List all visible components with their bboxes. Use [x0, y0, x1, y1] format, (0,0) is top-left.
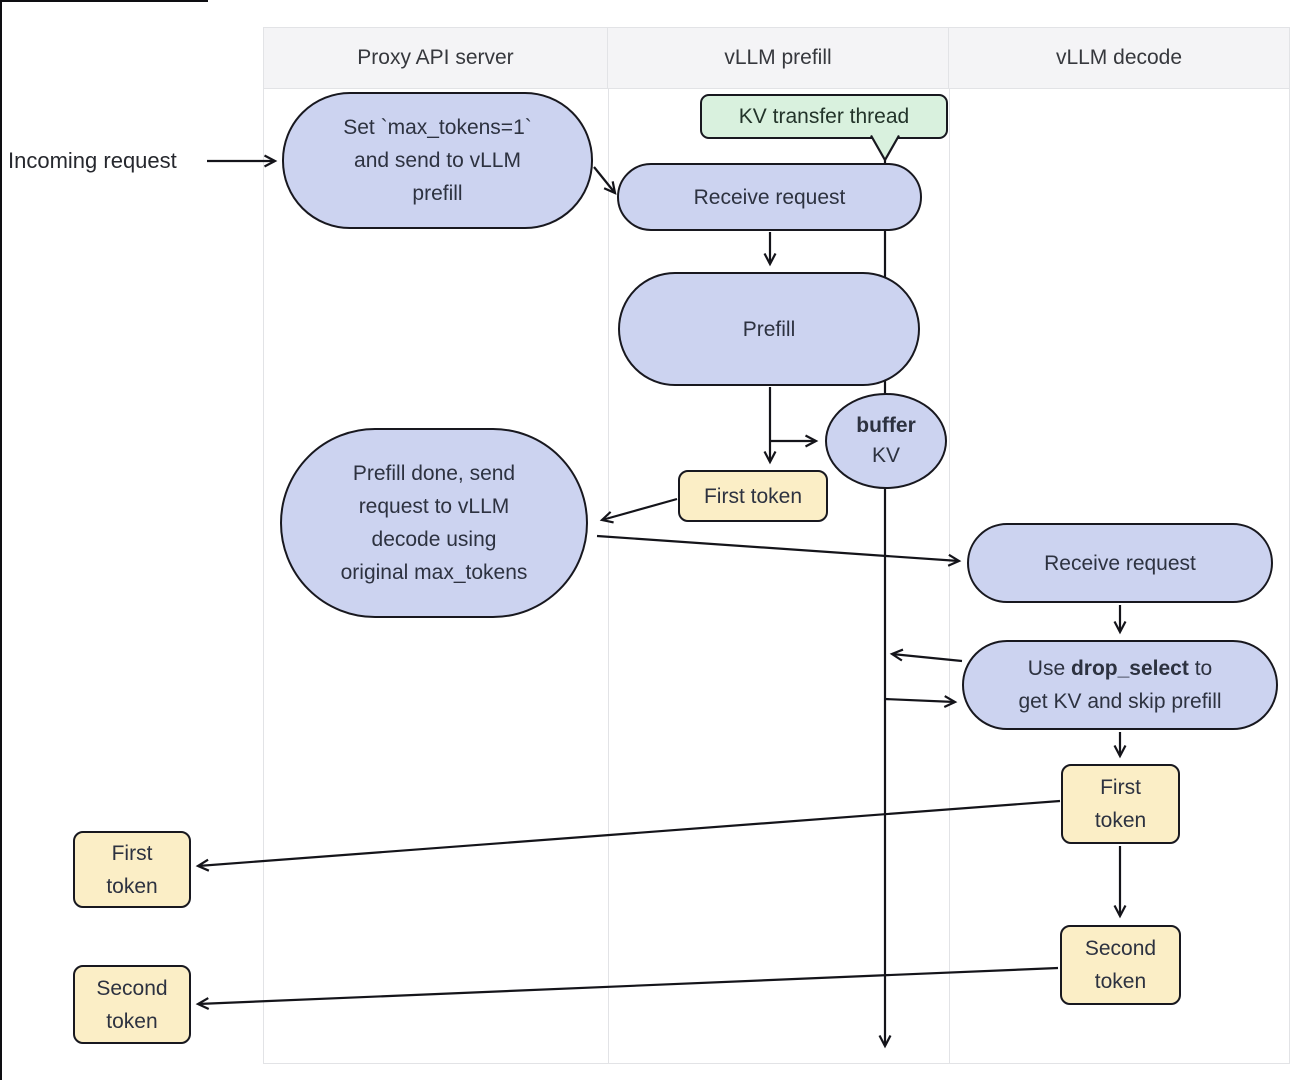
drop-select-post: to	[1188, 657, 1213, 680]
lane-header-row: Proxy API server vLLM prefill vLLM decod…	[264, 28, 1289, 89]
node-buffer-kv: buffer KV	[825, 393, 947, 489]
node-receive-request-prefill: Receive request	[617, 163, 922, 231]
window-top-border	[0, 0, 208, 2]
node-first-token-output: First token	[73, 831, 191, 908]
node-first-token-prefill: First token	[678, 470, 828, 522]
incoming-request-label: Incoming request	[8, 148, 177, 173]
node-drop-select: Use drop_select to get KV and skip prefi…	[962, 640, 1278, 730]
node-second-token-output: Second token	[73, 965, 191, 1044]
drop-select-pre: Use	[1027, 657, 1071, 680]
drop-select-line1: Use drop_select to	[1028, 652, 1212, 685]
node-second-token-decode: Second token	[1060, 925, 1181, 1005]
lane-header-proxy: Proxy API server	[264, 28, 608, 88]
drop-select-line2: get KV and skip prefill	[1018, 690, 1222, 713]
node-prefill: Prefill	[618, 272, 920, 386]
buffer-kv-bold-text: buffer	[856, 414, 916, 437]
lane-divider-2	[949, 88, 950, 1063]
node-first-token-decode: First token	[1061, 764, 1180, 844]
lane-header-prefill: vLLM prefill	[608, 28, 949, 88]
node-receive-request-decode: Receive request	[967, 523, 1273, 603]
node-set-max-tokens: Set `max_tokens=1` and send to vLLM pref…	[282, 92, 593, 229]
buffer-kv-rest-text: KV	[871, 444, 900, 467]
lane-header-decode: vLLM decode	[1055, 46, 1183, 69]
lane-divider-1	[608, 88, 609, 1063]
drop-select-bold: drop_select	[1070, 657, 1189, 680]
window-left-border	[0, 0, 2, 1080]
node-kv-transfer-thread: KV transfer thread	[700, 94, 948, 139]
node-prefill-done: Prefill done, send request to vLLM decod…	[280, 428, 588, 618]
